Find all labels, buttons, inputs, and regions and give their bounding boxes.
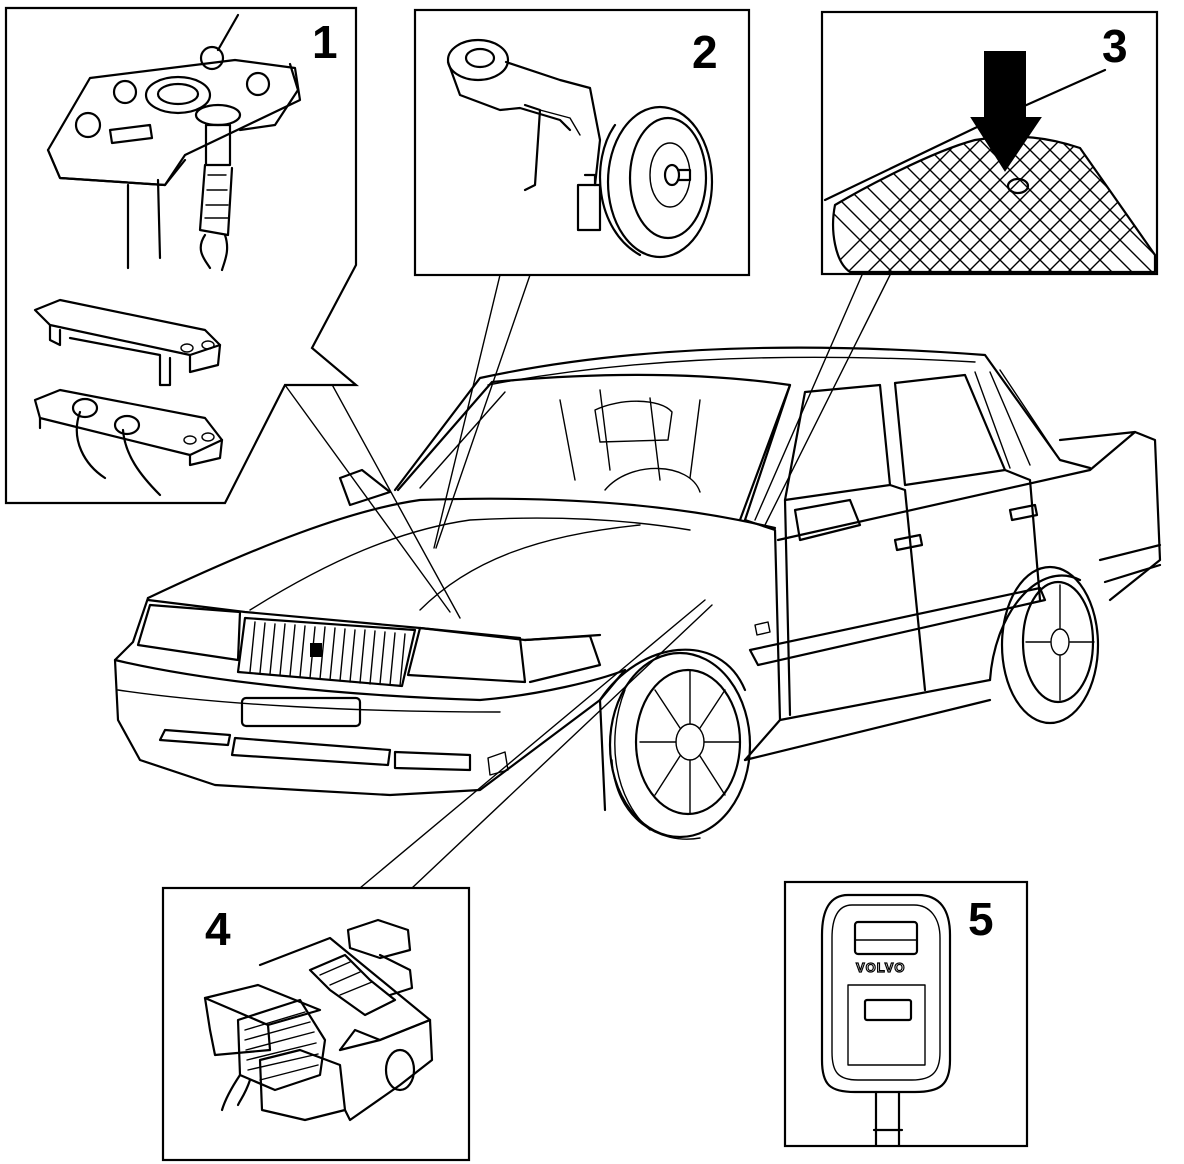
siren-horn-illustration: [446, 38, 714, 259]
callout-panel-5: 5 VOLVO: [783, 880, 1029, 1148]
leader-lines: [284, 274, 891, 889]
callout-number-5: 5: [968, 893, 994, 945]
callout-number-2: 2: [692, 26, 718, 78]
rear-wheel-spokes: [1025, 584, 1095, 701]
callout-number-3: 3: [1102, 20, 1128, 72]
remote-brand-text: VOLVO: [856, 960, 906, 975]
magnetic-switch-illustration: [33, 298, 224, 497]
remote-control-illustration: VOLVO: [820, 893, 952, 1147]
control-module-illustration: [203, 918, 434, 1122]
callout-panel-1: 1: [4, 6, 360, 505]
car-illustration: [113, 346, 1162, 840]
grille-bars: [249, 621, 406, 687]
callout-number-1: 1: [312, 16, 338, 68]
glass-breakage-sensor-illustration: [823, 51, 1157, 274]
hood-switch-illustration: [46, 13, 302, 272]
arrow-down-icon: [970, 51, 1042, 172]
callout-number-4: 4: [205, 903, 231, 955]
front-wheel-spokes: [639, 669, 741, 815]
callout-panel-4: 4: [161, 886, 471, 1162]
callout-panel-3: 3: [820, 10, 1159, 276]
callout-panel-2: 2: [413, 8, 751, 277]
